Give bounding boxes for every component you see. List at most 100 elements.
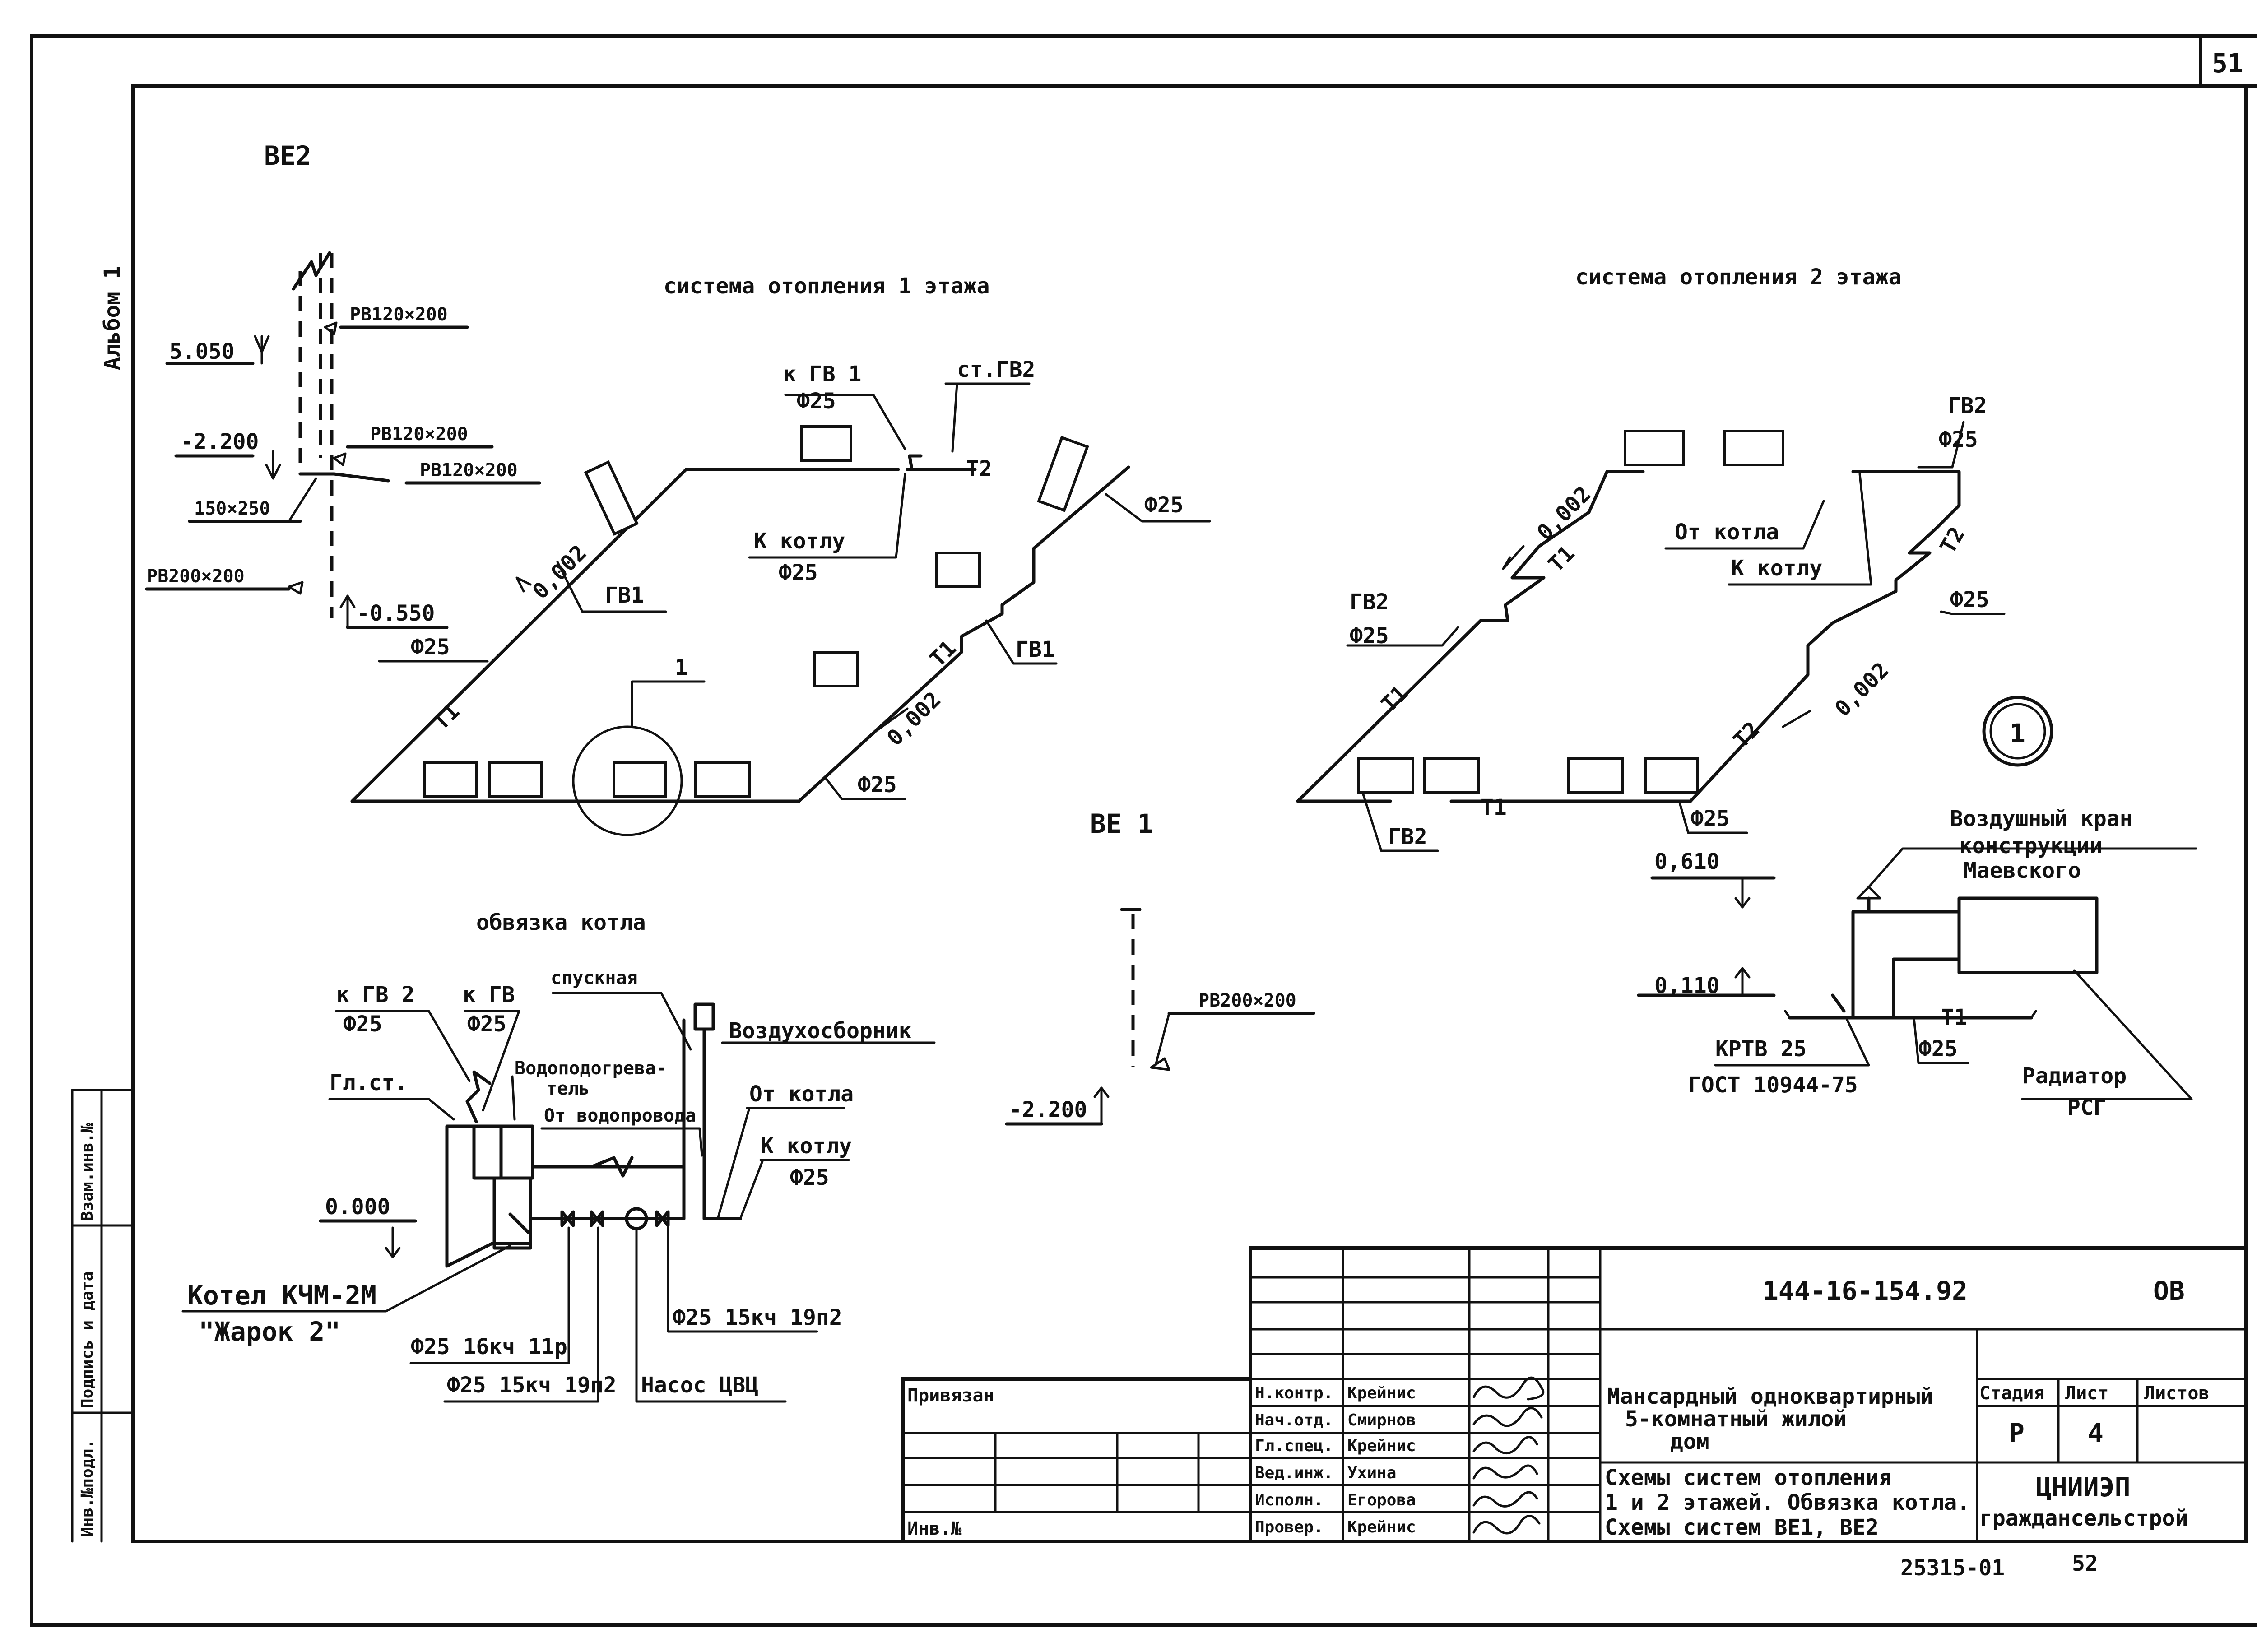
air-collector (693, 1002, 715, 1031)
doc-code: 144-16-154.92 (1763, 1276, 1968, 1306)
detail-1-radiator-type: РСГ (2067, 1095, 2107, 1120)
role-ispoln: Исполн. (1255, 1491, 1324, 1509)
role-nachotd: Нач.отд. (1255, 1411, 1333, 1429)
detail-1-t1: Т1 (1941, 1005, 1967, 1030)
radiator (1624, 430, 1685, 466)
boiler-label-k-kotlu: К котлу (761, 1133, 852, 1159)
boiler-title: обвязка котла (476, 910, 646, 935)
boiler-label-f25-a: Ф25 (343, 1012, 382, 1037)
floor1-title: система отопления 1 этажа (664, 274, 989, 299)
sheet-title-line-2: 1 и 2 этажей. Обвязка котла. (1605, 1490, 1970, 1515)
sheet-title-line-1: Схемы систем отопления (1605, 1465, 1892, 1490)
floor1-label-f25-d: Ф25 (411, 635, 450, 660)
ve2-title: ВЕ2 (264, 140, 311, 171)
org-line-1: ЦНИИЭП (2036, 1472, 2131, 1503)
signature (1472, 1464, 1538, 1480)
detail-1-f25: Ф25 (1918, 1036, 1958, 1062)
detail-1-air-valve: Воздушный кран (1950, 806, 2133, 831)
radiator (423, 761, 478, 798)
role-nkontr: Н.контр. (1255, 1384, 1333, 1402)
ve2-duct-size: 150×250 (194, 498, 270, 519)
boiler-label-kgv: к ГВ (463, 982, 515, 1007)
boiler-label-f25-b: Ф25 (467, 1012, 506, 1037)
floor1-label-gv1-b: ГВ1 (1016, 637, 1055, 662)
boiler-unit (492, 1176, 532, 1250)
floor1-label-gv1-a: ГВ1 (605, 583, 644, 608)
sheet-value: 4 (2088, 1418, 2104, 1448)
boiler-label-tel: тель (546, 1078, 590, 1099)
radiator (488, 761, 543, 798)
floor1-label-t1-b: Т1 (925, 636, 961, 672)
ve1-grille: РВ200×200 (1198, 990, 1296, 1011)
floor2-label-ot-kotla: От котла (1675, 520, 1779, 545)
radiator (613, 761, 667, 798)
ve2-grille-2: РВ120×200 (370, 424, 468, 445)
floor1-label-f25-c: Ф25 (779, 560, 818, 585)
floor2-label-f25-b: Ф25 (1350, 623, 1389, 649)
signature (1472, 1515, 1541, 1535)
ve2-grille-3: РВ120×200 (420, 460, 518, 481)
detail-1-radiator (1957, 896, 2099, 974)
floor2-label-t1-b: Т1 (1376, 681, 1412, 717)
signature (1472, 1491, 1538, 1508)
radiator (800, 425, 852, 462)
boiler-piping-scheme: обвязка котла к ГВ 2 Ф25 к ГВ Ф25 спускн… (181, 910, 936, 1403)
boiler-valve-19p2-b: Ф25 15кч 19п2 (673, 1305, 842, 1330)
ve1-mark: -2.200 (1009, 1097, 1087, 1123)
detail-1: 1 0,610 0,110 Воздушный кран конструкции… (1637, 696, 2197, 1120)
detail-1-radiator-label: Радиатор (2022, 1063, 2127, 1089)
name-2: Крейнис (1347, 1437, 1416, 1455)
ve1-scheme: ВЕ 1 РВ200×200 -2.200 (1005, 808, 1315, 1126)
boiler-valve-11r: Ф25 16кч 11р (411, 1334, 567, 1360)
floor1-label-f25-e: Ф25 (858, 772, 897, 798)
stamp-vzam-inv: Взам.инв.№ (78, 1123, 97, 1221)
sheet-title-line-3: Схемы систем ВЕ1, ВЕ2 (1605, 1515, 1879, 1540)
floor1-label-t2: Т2 (966, 456, 992, 482)
album-label: Альбом 1 (100, 266, 125, 370)
floor1-label-kkotlu: К котлу (754, 529, 845, 554)
ve1-title: ВЕ 1 (1090, 808, 1153, 839)
role-glspec: Гл.спец. (1255, 1437, 1333, 1455)
name-5: Крейнис (1347, 1518, 1416, 1536)
floor1-label-f25-a: Ф25 (797, 389, 836, 414)
object-line-2: 5-комнатный жилой (1625, 1406, 1847, 1432)
boiler-label-kgv2: к ГВ 2 (336, 982, 414, 1007)
name-4: Егорова (1347, 1491, 1416, 1509)
role-vedinzh: Вед.инж. (1255, 1464, 1333, 1482)
boiler-pump: Насос ЦВЦ (641, 1373, 758, 1398)
floor1-detail-ref: 1 (675, 655, 688, 680)
object-line-3: дом (1670, 1429, 1709, 1454)
col-stage: Стадия (1979, 1383, 2045, 1404)
radiator (584, 460, 639, 536)
floor2-label-k-kotlu: К котлу (1731, 556, 1822, 581)
radiator (1037, 436, 1089, 512)
floor2-label-gv2-b: ГВ2 (1350, 589, 1389, 615)
boiler-label-glst: Гл.ст. (330, 1070, 408, 1095)
name-3: Ухина (1347, 1464, 1396, 1482)
detail-1-air-valve-2: конструкции (1959, 833, 2103, 858)
binding-block: Привязан Инв.№ (901, 1377, 1252, 1543)
floor2-label-gv2-c: ГВ2 (1388, 824, 1427, 849)
floor2-title: система отопления 2 этажа (1575, 265, 1901, 290)
col-sheets: Листов (2144, 1383, 2210, 1404)
floor1-label-kgv1: к ГВ 1 (783, 362, 861, 387)
boiler-label-f25-c: Ф25 (790, 1165, 829, 1190)
boiler-label-ot-kotla: От котла (749, 1081, 854, 1107)
ve2-grille-1: РВ120×200 (350, 304, 448, 325)
floor2-label-f25-c: Ф25 (1950, 587, 1989, 613)
ve2-mark-5050: 5.050 (169, 339, 235, 364)
ve2-mark-0550: -0.550 (357, 601, 435, 626)
boiler-label-zharok: "Жарок 2" (199, 1316, 340, 1347)
footer-page: 52 (2072, 1551, 2098, 1576)
floor2-label-f25-a: Ф25 (1939, 427, 1978, 452)
pump (625, 1207, 648, 1230)
boiler-mark-0000: 0.000 (325, 1194, 390, 1220)
detail-1-mark-0110: 0,110 (1654, 973, 1720, 998)
detail-1-krtv: КРТВ 25 (1715, 1036, 1807, 1062)
boiler-label-kotel: Котел КЧМ-2М (187, 1280, 376, 1311)
signatures: Н.контр. Нач.отд. Гл.спец. Вед.инж. Испо… (1255, 1376, 1545, 1536)
boiler-label-ot-vodoprovoda: От водопровода (544, 1105, 696, 1126)
detail-1-mark-0610: 0,610 (1654, 849, 1720, 874)
water-heater (499, 1124, 534, 1180)
